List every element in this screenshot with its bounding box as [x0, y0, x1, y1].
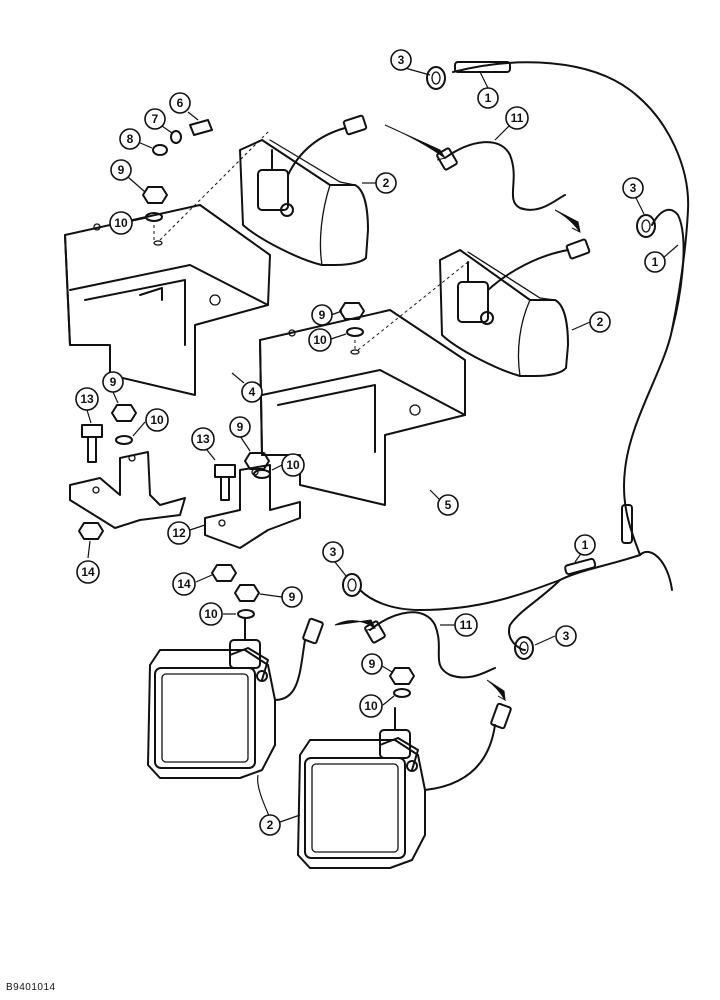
callout-9: 9: [361, 653, 383, 675]
main-harness-wire: [359, 61, 690, 651]
svg-text:13: 13: [196, 432, 210, 446]
callout-10: 10: [145, 408, 169, 432]
svg-text:9: 9: [110, 375, 117, 389]
callout-13: 13: [191, 427, 215, 451]
svg-text:10: 10: [150, 413, 164, 427]
svg-text:2: 2: [383, 176, 390, 190]
callout-14: 14: [172, 572, 196, 596]
hardware: [78, 119, 415, 698]
lamp-bottom-right: [297, 702, 512, 869]
figure-code: B9401014: [6, 982, 56, 993]
jumper-harnesses: [364, 141, 566, 679]
callout-9: 9: [229, 416, 251, 438]
callout-13: 13: [75, 387, 99, 411]
svg-text:10: 10: [313, 333, 327, 347]
callout-6: 6: [169, 92, 191, 114]
svg-text:14: 14: [177, 577, 191, 591]
svg-text:2: 2: [267, 818, 274, 832]
svg-text:10: 10: [114, 216, 128, 230]
callouts: 1 1 1 2 2 2 3 3 3 3 4 5 6 7 8 9 9 9 9 9 …: [75, 49, 666, 836]
callout-4: 4: [241, 381, 263, 403]
svg-text:9: 9: [319, 308, 326, 322]
callout-12: 12: [167, 521, 191, 545]
svg-text:10: 10: [286, 458, 300, 472]
callout-9: 9: [281, 586, 303, 608]
callout-10: 10: [109, 211, 133, 235]
svg-text:11: 11: [511, 111, 524, 125]
svg-text:11: 11: [460, 618, 473, 632]
svg-text:2: 2: [597, 315, 604, 329]
svg-text:9: 9: [369, 657, 376, 671]
svg-text:9: 9: [118, 163, 125, 177]
svg-text:3: 3: [630, 181, 637, 195]
callout-2: 2: [589, 311, 611, 333]
callout-10: 10: [359, 694, 383, 718]
svg-text:6: 6: [177, 96, 184, 110]
svg-text:3: 3: [398, 53, 405, 67]
callout-7: 7: [144, 108, 166, 130]
assembly-guide-lines: [153, 124, 581, 702]
callout-3: 3: [390, 49, 412, 71]
callout-1: 1: [644, 251, 666, 273]
lamp-right-middle: [439, 238, 591, 377]
callout-9: 9: [110, 159, 132, 181]
callout-3: 3: [622, 177, 644, 199]
svg-text:1: 1: [582, 538, 589, 552]
callout-1: 1: [477, 87, 499, 109]
svg-text:3: 3: [563, 629, 570, 643]
svg-text:13: 13: [80, 392, 94, 406]
callout-3: 3: [322, 541, 344, 563]
svg-text:1: 1: [485, 91, 492, 105]
callout-5: 5: [437, 494, 459, 516]
svg-text:10: 10: [204, 607, 218, 621]
svg-text:12: 12: [172, 526, 186, 540]
callout-1: 1: [574, 534, 596, 556]
svg-text:8: 8: [127, 132, 134, 146]
callout-10: 10: [281, 453, 305, 477]
callout-8: 8: [119, 128, 141, 150]
svg-text:5: 5: [445, 498, 452, 512]
svg-text:4: 4: [249, 385, 256, 399]
svg-text:9: 9: [289, 590, 296, 604]
callout-14: 14: [76, 560, 100, 584]
callout-10: 10: [308, 328, 332, 352]
bracket-cover-4: [64, 204, 271, 396]
lamp-bottom-left: [147, 617, 324, 779]
callout-9: 9: [102, 371, 124, 393]
svg-text:9: 9: [237, 420, 244, 434]
callout-9: 9: [311, 304, 333, 326]
svg-text:10: 10: [364, 699, 378, 713]
callout-10: 10: [199, 602, 223, 626]
callout-2: 2: [259, 814, 281, 836]
lamp-top-left: [239, 114, 369, 266]
callout-11: 11: [505, 106, 529, 130]
svg-text:14: 14: [81, 565, 95, 579]
callout-11: 11: [454, 613, 478, 637]
svg-text:3: 3: [330, 545, 337, 559]
grommets: [342, 66, 656, 660]
svg-text:1: 1: [652, 255, 659, 269]
callout-3: 3: [555, 625, 577, 647]
callout-2: 2: [375, 172, 397, 194]
callout-leaders: [86, 67, 679, 823]
svg-text:7: 7: [152, 112, 159, 126]
